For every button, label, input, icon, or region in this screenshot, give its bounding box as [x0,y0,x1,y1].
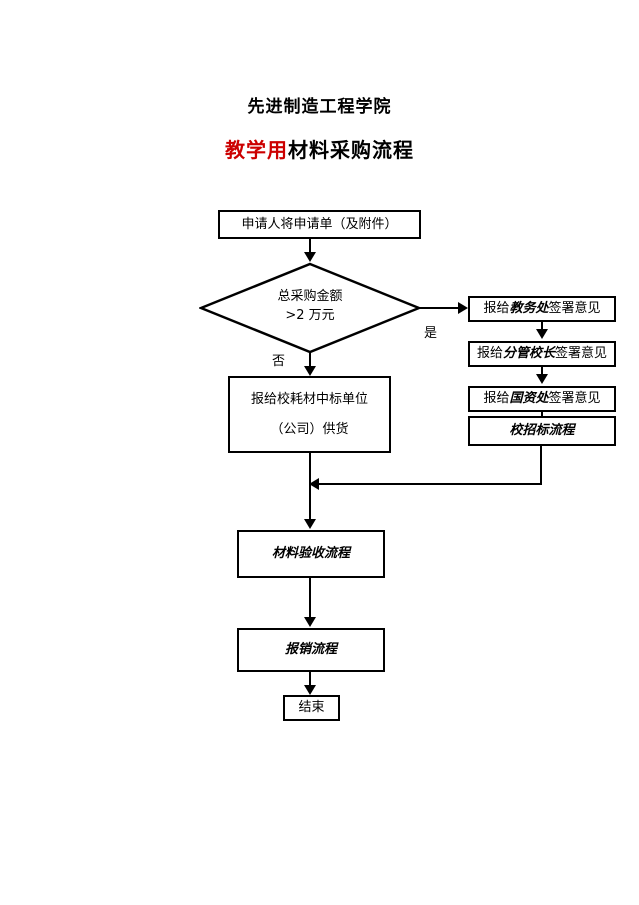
flow-node-application-form[interactable]: 申请人将申请单（及附件） [218,210,421,239]
flow-node-label-dept: 教务处 [509,301,549,317]
flow-node-label-prefix: 报给 [476,346,503,362]
connector-n2-n4-line [419,307,459,309]
connector-n7-join-arrow [309,478,319,490]
subtitle-rest-text: 材料采购流程 [288,138,414,162]
connector-n5-n6-arrow [536,374,548,384]
flow-node-label: 报给分管校长签署意见 [477,345,607,363]
flow-node-label-suffix: 签署意见 [548,301,601,317]
flow-node-reimbursement-process[interactable]: 报销流程 [237,628,385,672]
flow-node-label-line1: 报给校耗材中标单位 [250,391,368,407]
flow-node-decision-amount[interactable]: 总采购金额 >2 万元 [199,262,421,354]
flow-node-material-inspection-process[interactable]: 材料验收流程 [237,530,385,578]
flow-node-label-suffix: 签署意见 [555,346,608,362]
flow-node-label: 报销流程 [284,642,337,658]
page-subtitle: 教学用材料采购流程 [0,134,639,163]
connector-n7-join-vline [540,446,542,484]
connector-n2-n3-line [309,352,311,368]
flow-node-label-dept: 国资处 [509,391,549,407]
flow-node-label: 材料验收流程 [271,546,350,562]
flow-node-label: 校招标流程 [509,423,575,439]
flow-node-label: 报给教务处签署意见 [483,300,600,318]
connector-n5-n6-line [541,367,543,375]
flow-node-supplier-delivery[interactable]: 报给校耗材中标单位 （公司）供货 [228,376,391,453]
flow-node-label: 申请人将申请单（及附件） [241,216,398,232]
flow-node-vice-principal-signoff[interactable]: 报给分管校长签署意见 [468,341,616,367]
flow-node-label: 结束 [298,700,325,716]
connector-n4-n5-arrow [536,329,548,339]
connector-n8-n9-arrow [304,617,316,627]
connector-n9-n10-line [309,672,311,686]
flow-node-label-dept: 分管校长 [502,346,555,362]
connector-n3-n8-line [309,453,311,521]
flow-node-state-assets-signoff[interactable]: 报给国资处签署意见 [468,386,616,412]
branch-label-yes: 是 [424,326,438,341]
connector-n2-n4-arrow [458,302,468,314]
flow-node-label-suffix: 签署意见 [548,391,601,407]
connector-n3-n8-arrow [304,519,316,529]
connector-n2-n3-arrow [304,366,316,376]
page-title: 先进制造工程学院 [247,97,392,117]
flow-node-end[interactable]: 结束 [283,695,340,721]
connector-n8-n9-line [309,578,311,618]
flow-node-label-prefix: 报给 [483,301,510,317]
flow-node-label-line2: （公司）供货 [270,421,349,437]
connector-n9-n10-arrow [304,685,316,695]
branch-label-no: 否 [272,354,286,369]
subtitle-accent-text: 教学用 [225,138,288,162]
flow-node-label-prefix: 报给 [483,391,510,407]
flow-node-label-line2: >2 万元 [285,307,335,323]
connector-n1-n2-line [309,239,311,252]
connector-n4-n5-line [541,322,543,330]
connector-n7-join-hline [319,483,542,485]
flow-node-school-bidding-process[interactable]: 校招标流程 [468,416,616,446]
connector-n1-n2-arrow [304,252,316,262]
flow-node-label: 报给国资处签署意见 [483,390,600,408]
flow-node-label-line1: 总采购金额 [277,289,343,304]
flow-node-academic-affairs-signoff[interactable]: 报给教务处签署意见 [468,296,616,322]
